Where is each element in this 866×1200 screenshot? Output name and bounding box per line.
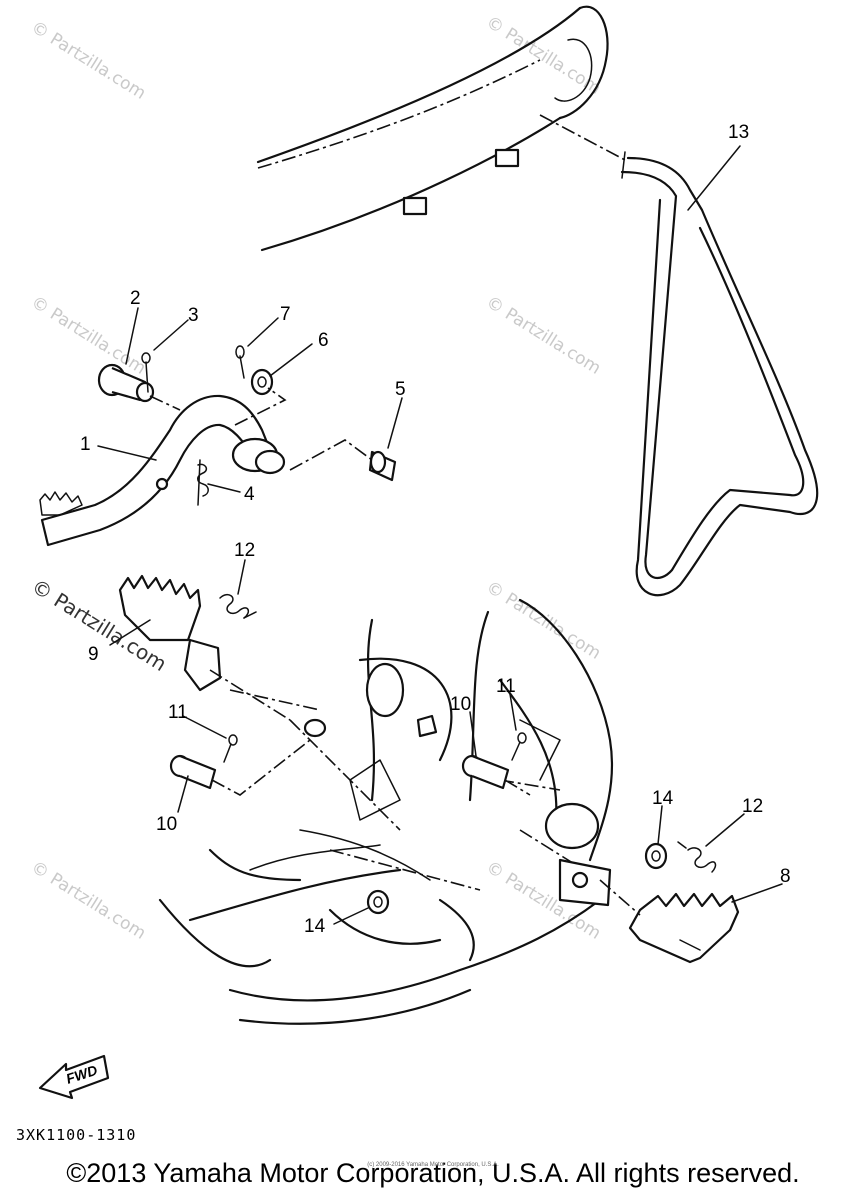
frame-outline [158, 5, 626, 1025]
part-1-brake-pedal [39, 394, 286, 547]
callout-1: 1 [80, 434, 91, 455]
callout-8: 8 [780, 866, 791, 887]
callout-14: 14 [652, 788, 674, 809]
fwd-arrow: FWD [38, 1054, 110, 1100]
callout-4: 4 [244, 484, 255, 505]
diagram-code: 3XK1100-1310 [16, 1126, 137, 1144]
callout-9: 9 [88, 644, 99, 665]
callout-10: 10 [450, 694, 471, 715]
part-6-washer [234, 368, 287, 426]
part-11-clip-left [223, 734, 238, 763]
callout-11: 11 [168, 702, 188, 723]
watermark: © Partzilla.com [482, 292, 604, 378]
part-13-stand [620, 151, 819, 597]
part-11-clip-right [511, 732, 527, 761]
callout-14: 14 [304, 916, 326, 937]
copyright-notice: ©2013 Yamaha Motor Corporation, U.S.A. A… [66, 1158, 800, 1188]
callout-10: 10 [156, 814, 177, 835]
callout-7: 7 [280, 304, 291, 325]
part-12-spring-right [677, 841, 717, 873]
leader-lines [97, 145, 783, 925]
part-2-pivot-shaft [97, 363, 181, 411]
callout-6: 6 [318, 330, 329, 351]
part-3-cotter-pin [141, 352, 151, 393]
callout-3: 3 [188, 305, 199, 326]
watermark: © Partzilla.com [27, 17, 149, 103]
fine-print: (c) 2009-2016 Yamaha Motor Corporation, … [367, 1162, 499, 1168]
callout-13: 13 [728, 122, 749, 143]
part-5-bolt [289, 439, 397, 482]
part-10-pin-right [461, 754, 531, 796]
part-4-spring [197, 459, 209, 506]
callout-5: 5 [395, 379, 406, 400]
watermark: © Partzilla.com [27, 857, 149, 943]
part-10-pin-left [169, 739, 311, 796]
callout-2: 2 [130, 288, 141, 309]
part-8-right-footrest [599, 879, 740, 964]
watermark: © Partzilla.com [482, 577, 604, 663]
part-14-washer-right [644, 842, 668, 870]
part-12-spring-left [219, 593, 257, 619]
callout-12: 12 [234, 540, 255, 561]
part-14-washer-left [366, 889, 390, 915]
watermark: © Partzilla.com [482, 12, 604, 98]
callout-11: 11 [496, 676, 516, 697]
callout-12: 12 [742, 796, 763, 817]
part-9-left-footrest [118, 574, 291, 721]
part-7-cotter-pin [235, 345, 245, 379]
callouts: 2 3 7 6 5 1 4 13 12 9 11 10 10 11 14 12 … [80, 122, 791, 937]
